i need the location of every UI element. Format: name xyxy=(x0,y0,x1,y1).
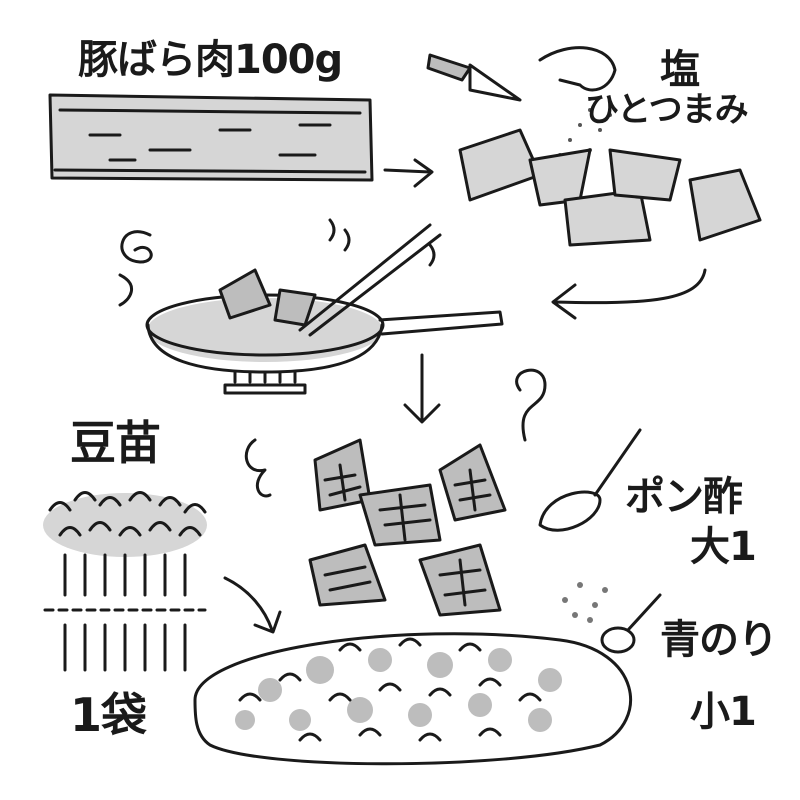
arrow-diagonal-icon xyxy=(223,576,282,634)
teaspoon-icon xyxy=(562,582,662,654)
aonori-label: 青のり xyxy=(660,617,778,663)
ponzu-amount-label: 大1 xyxy=(690,524,757,570)
arrow-right-icon xyxy=(383,158,434,188)
finished-dish-plate xyxy=(193,632,633,766)
steam-icon xyxy=(244,368,547,498)
cut-pork-pieces xyxy=(458,128,762,247)
pork-belly-slab xyxy=(48,93,374,182)
ladle-icon xyxy=(538,428,642,532)
cooked-pork-pieces xyxy=(308,438,507,617)
pea-shoots-label: 豆苗 xyxy=(70,416,161,470)
steam-icon xyxy=(118,230,153,307)
ponzu-label: ポン酢 xyxy=(625,474,743,520)
aonori-amount-label: 小1 xyxy=(690,689,757,735)
arrow-down-icon xyxy=(403,353,441,424)
salt-label: 塩 xyxy=(660,47,700,93)
pea-shoots-amount-label: 1袋 xyxy=(70,688,147,742)
knife-icon xyxy=(426,53,522,102)
frying-pan-icon xyxy=(145,218,504,395)
pork-label: 豚ばら肉100g xyxy=(78,37,343,83)
pea-shoots-bundle xyxy=(43,491,207,672)
salt-amount-label: ひとつまみ xyxy=(585,90,749,130)
arrow-left-icon xyxy=(551,268,707,320)
